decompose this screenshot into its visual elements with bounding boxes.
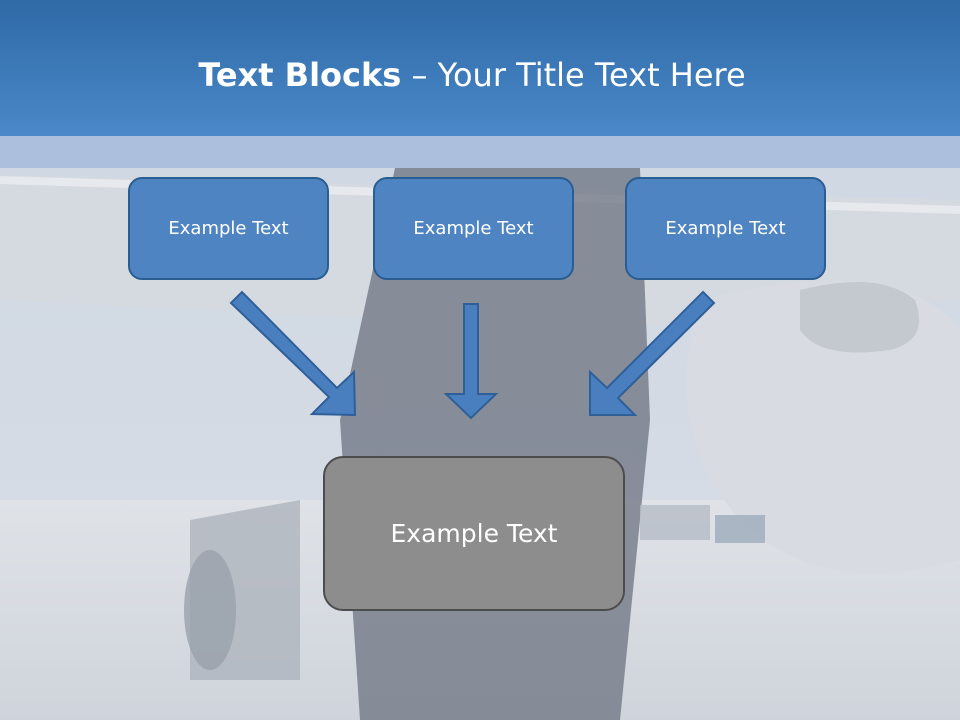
title-band (0, 136, 960, 168)
text-block-2[interactable]: Example Text (373, 177, 574, 280)
title-bar (0, 0, 960, 136)
slide-title[interactable]: Text Blocks – Your Title Text Here (0, 54, 944, 96)
main-text-block-label: Example Text (390, 519, 558, 548)
text-block-1-label: Example Text (168, 218, 289, 239)
text-block-3[interactable]: Example Text (625, 177, 826, 280)
title-rest-part: – Your Title Text Here (401, 56, 746, 94)
title-bold-part: Text Blocks (198, 56, 402, 94)
main-text-block[interactable]: Example Text (323, 456, 625, 611)
down-left-arrow-icon[interactable] (589, 290, 716, 416)
text-block-1[interactable]: Example Text (128, 177, 329, 280)
down-right-arrow-icon[interactable] (229, 290, 357, 417)
text-block-2-label: Example Text (413, 218, 534, 239)
down-arrow-icon[interactable] (443, 303, 499, 420)
text-block-3-label: Example Text (665, 218, 786, 239)
